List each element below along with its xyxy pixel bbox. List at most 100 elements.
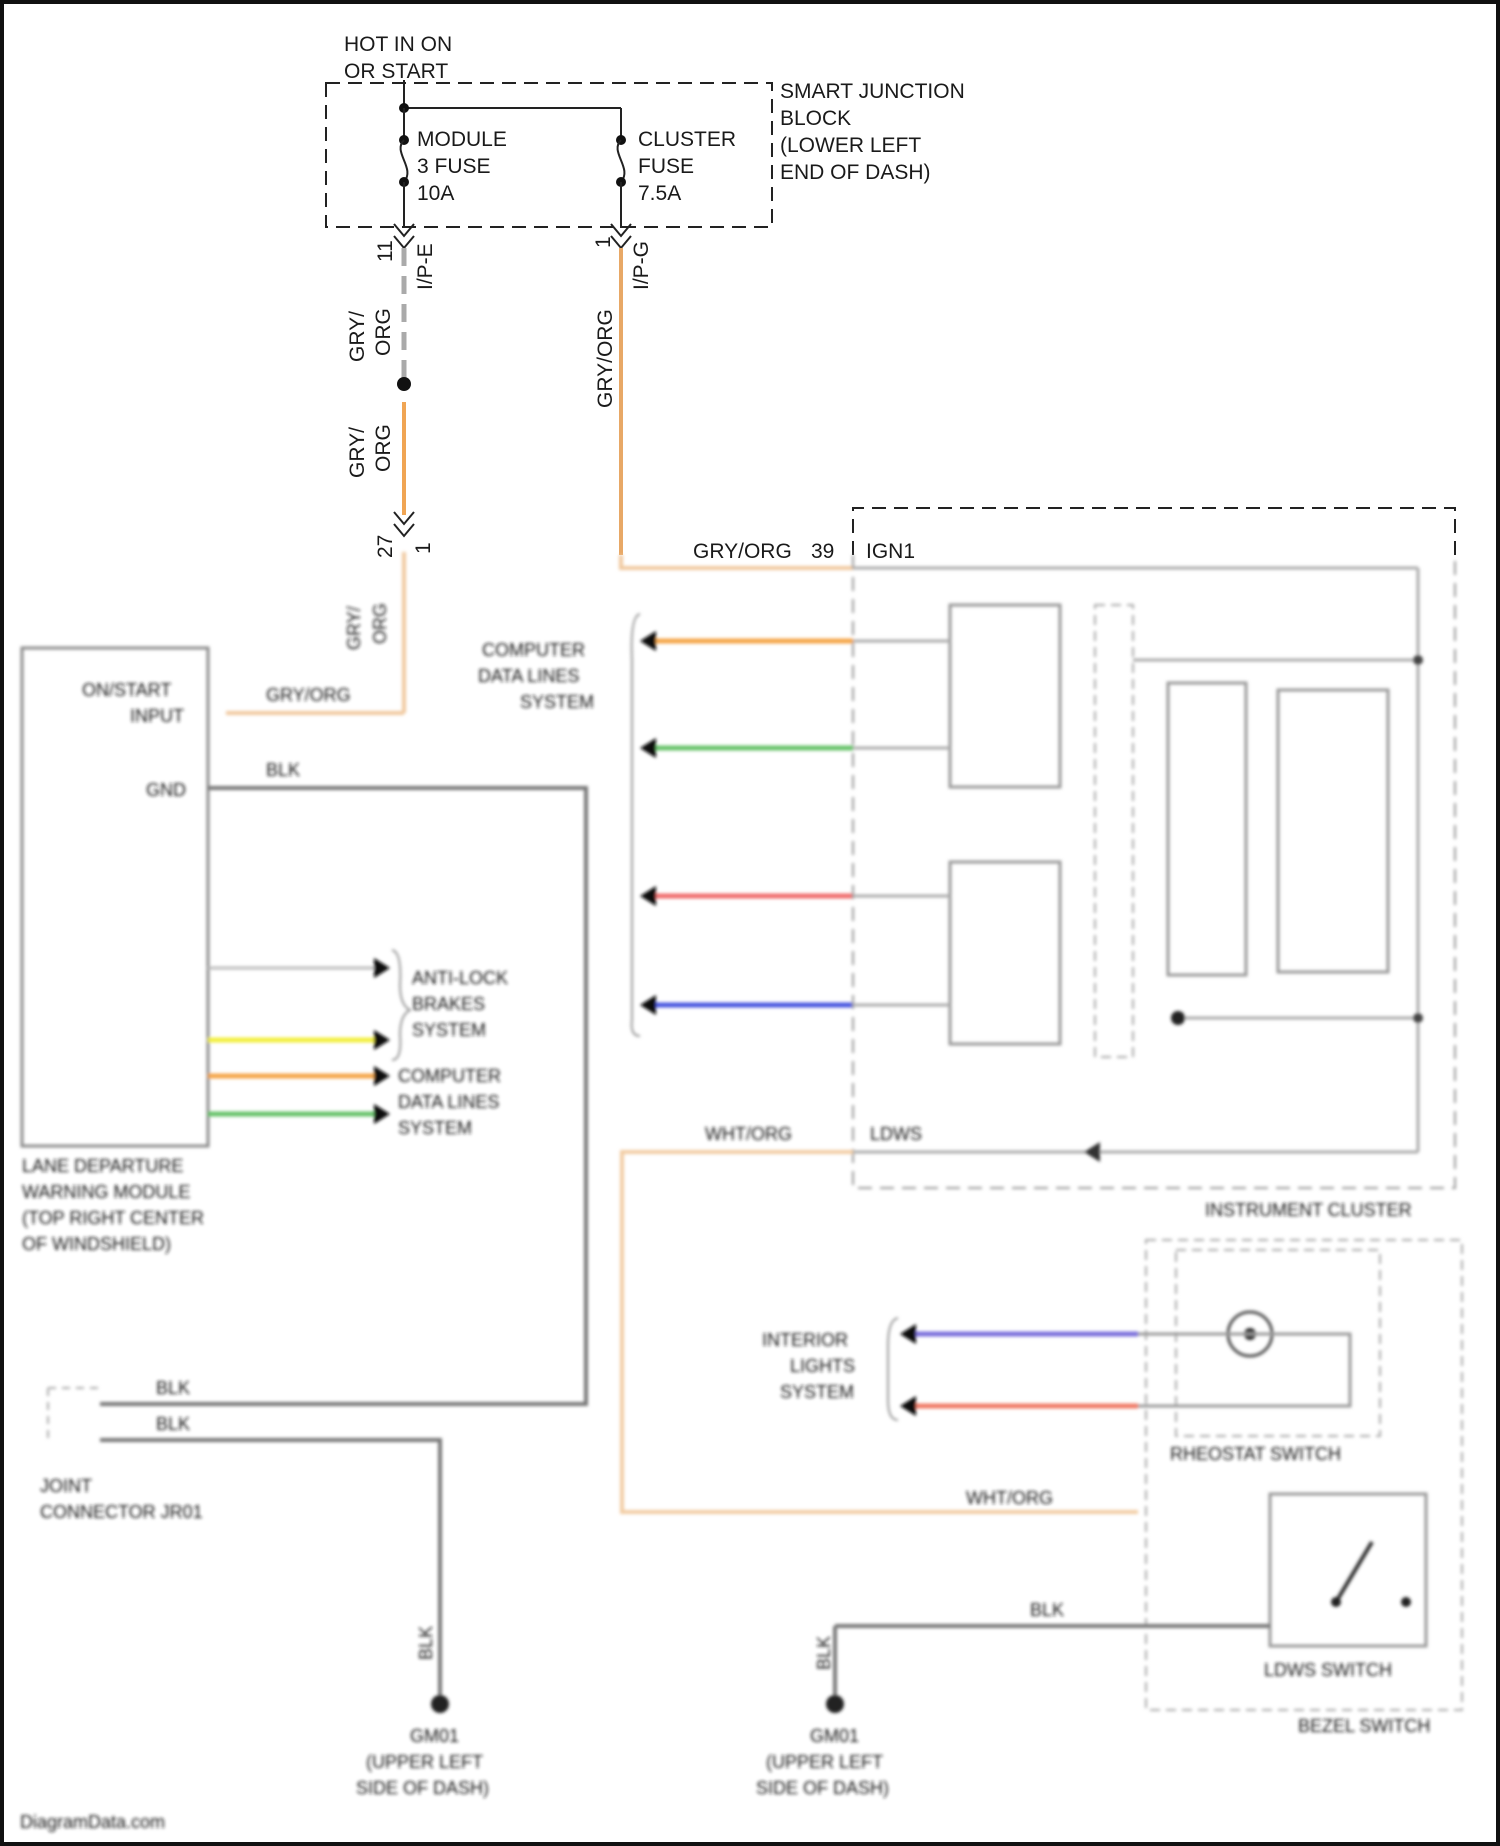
cluster-ign-pin: 39 <box>811 540 834 563</box>
arrow-icon-cdl-1 <box>640 631 656 651</box>
cluster-border-body <box>853 555 1455 1188</box>
ldw-name-4: OF WINDSHIELD) <box>22 1234 171 1254</box>
connector-27-icon <box>394 512 414 536</box>
cluster-ldws-label: LDWS <box>870 1124 922 1144</box>
ldw-name-1: LANE DEPARTURE <box>22 1156 183 1176</box>
joint-border <box>48 1388 100 1440</box>
cluster-node-1 <box>1413 655 1423 665</box>
arrow-icon-cdl-3 <box>640 886 656 906</box>
fuse2-label-1: CLUSTER <box>638 128 736 151</box>
abs-label-3: SYSTEM <box>412 1020 486 1040</box>
ldw-name-3: (TOP RIGHT CENTER <box>22 1208 204 1228</box>
wire-label-org-1: ORG <box>372 308 395 356</box>
connector-ipe-label: I/P-E <box>414 243 437 290</box>
arrow-icon-cdl-2 <box>640 738 656 758</box>
cdl-label-1: COMPUTER <box>398 1066 501 1086</box>
ldw-onstart-1: ON/START <box>82 680 171 700</box>
ldw-gnd-label: GND <box>146 780 186 800</box>
connector-ipg-label: I/P-G <box>630 241 653 290</box>
junction-block-label-4: END OF DASH) <box>780 161 931 184</box>
ldws-switch-pivot <box>1331 1597 1341 1607</box>
ground1-label-1: GM01 <box>410 1726 459 1746</box>
wire-label-gry-2: GRY/ <box>346 427 369 478</box>
joint-blk-2: BLK <box>156 1414 190 1434</box>
arrow-icon-cdl-4 <box>640 995 656 1015</box>
bezel-switch-border <box>1146 1240 1462 1710</box>
fuse2-label-2: FUSE <box>638 155 694 178</box>
watermark: DiagramData.com <box>20 1812 165 1832</box>
ldw-wire-gryorg-v1: GRY/ <box>344 606 364 650</box>
ground-icon-1 <box>431 1695 449 1713</box>
ground1-label-3: SIDE OF DASH) <box>356 1778 489 1798</box>
joint-blk-v: BLK <box>416 1626 436 1660</box>
ground2-label-2: (UPPER LEFT <box>766 1752 883 1772</box>
smart-junction-block <box>326 83 772 227</box>
wire-label-gryorg: GRY/ORG <box>594 309 617 408</box>
arrow-icon-cdl-low <box>374 1066 390 1086</box>
cluster-name: INSTRUMENT CLUSTER <box>1205 1200 1412 1220</box>
cluster-node-3 <box>1171 1011 1185 1025</box>
ground2-label-1: GM01 <box>810 1726 859 1746</box>
arrow-icon-abs-high <box>374 1030 390 1050</box>
fuse1-label-3: 10A <box>417 182 454 205</box>
ccan-transceiver <box>950 605 1060 787</box>
micom-block <box>1095 605 1133 1057</box>
bezel-whtorg-label: WHT/ORG <box>966 1488 1053 1508</box>
abs-label-1: ANTI-LOCK <box>412 968 508 988</box>
ldw-wire-gryorg: GRY/ORG <box>266 685 351 705</box>
bcan-transceiver <box>950 862 1060 1044</box>
rheostat-loop <box>1138 1334 1350 1406</box>
connector-27-pin: 27 <box>374 535 397 558</box>
bezel-blk-label: BLK <box>1030 1600 1064 1620</box>
splice-node <box>397 377 411 391</box>
ldw-wire-blk: BLK <box>266 760 300 780</box>
tft-lcd-drive <box>1168 683 1246 975</box>
fuse1-icon <box>401 140 408 182</box>
cluster-border-top <box>853 508 1455 555</box>
bezel-switch-name: BEZEL SWITCH <box>1298 1716 1430 1736</box>
ldws-switch-contact <box>1336 1542 1372 1602</box>
joint-blk-1: BLK <box>156 1378 190 1398</box>
interior-brace <box>888 1318 898 1420</box>
hot-label-2: OR START <box>344 60 448 83</box>
ground1-label-2: (UPPER LEFT <box>366 1752 483 1772</box>
cluster-data-system-1: COMPUTER <box>482 640 585 660</box>
ground2-blk: BLK <box>814 1636 834 1670</box>
cdl-label-3: SYSTEM <box>398 1118 472 1138</box>
interior-label-2: LIGHTS <box>790 1356 855 1376</box>
ldw-wire-gryorg-v2: ORG <box>370 603 390 644</box>
ldw-onstart-2: INPUT <box>130 706 184 726</box>
arrow-icon-interior-1 <box>900 1324 916 1344</box>
cluster-ldws-wire-label: WHT/ORG <box>705 1124 792 1144</box>
cluster-data-system-2: DATA LINES <box>478 666 579 686</box>
cdl-brace <box>632 614 640 1036</box>
junction-block-label-3: (LOWER LEFT <box>780 134 921 157</box>
connector-ipg-pin: 1 <box>592 236 615 248</box>
cdl-label-2: DATA LINES <box>398 1092 499 1112</box>
ldws-switch-terminal <box>1401 1597 1411 1607</box>
joint-wire-2 <box>100 1440 440 1700</box>
interior-label-1: INTERIOR <box>762 1330 848 1350</box>
ground-icon-2 <box>826 1695 844 1713</box>
ldws-switch-label: LDWS SWITCH <box>1264 1660 1392 1680</box>
connector-1-pin: 1 <box>412 542 435 554</box>
fuse1-label-1: MODULE <box>417 128 507 151</box>
junction-block-label-1: SMART JUNCTION <box>780 80 965 103</box>
tft-lcd-panel <box>1278 690 1388 972</box>
fuse2-icon <box>618 140 625 182</box>
interior-label-3: SYSTEM <box>780 1382 854 1402</box>
junction-block-label-2: BLOCK <box>780 107 851 130</box>
arrow-icon-interior-2 <box>900 1396 916 1416</box>
joint-name-1: JOINT <box>40 1476 92 1496</box>
joint-name-2: CONNECTOR JR01 <box>40 1502 203 1522</box>
cluster-ign-label: IGN1 <box>866 540 915 563</box>
ldw-name-2: WARNING MODULE <box>22 1182 190 1202</box>
connector-ipe-pin: 11 <box>374 240 397 262</box>
arrow-icon-cdl-high <box>374 1104 390 1124</box>
fuse2-label-3: 7.5A <box>638 182 681 205</box>
ldw-ground-wire <box>100 788 586 1404</box>
ldws-switch-box <box>1270 1494 1426 1646</box>
hot-label-1: HOT IN ON <box>344 33 452 56</box>
